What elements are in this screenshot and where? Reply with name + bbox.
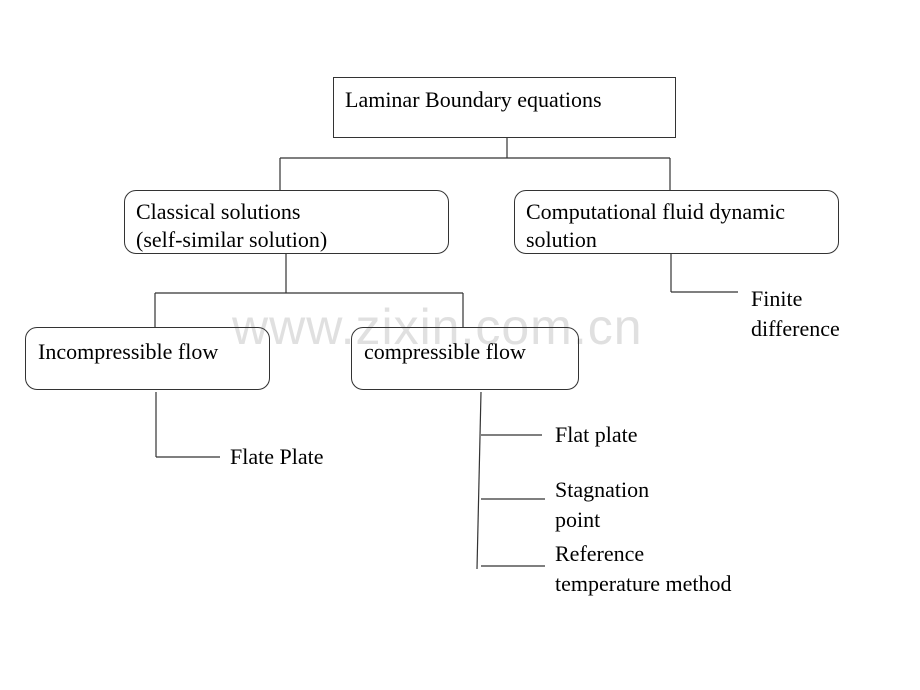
- incompressible-flow-box: Incompressible flow: [25, 327, 270, 390]
- flat-plate-label: Flat plate: [555, 422, 638, 447]
- incompressible-label: Incompressible flow: [38, 339, 219, 364]
- compressible-label: compressible flow: [364, 339, 526, 364]
- root-label: Laminar Boundary equations: [345, 87, 602, 112]
- classical-label: Classical solutions(self-similar solutio…: [136, 199, 328, 252]
- compressible-flow-box: compressible flow: [351, 327, 579, 390]
- flate-plate-label: Flate Plate: [230, 444, 324, 469]
- root-box: Laminar Boundary equations: [333, 77, 676, 138]
- compressible-stem: [476, 391, 482, 570]
- classical-solutions-box: Classical solutions(self-similar solutio…: [124, 190, 449, 254]
